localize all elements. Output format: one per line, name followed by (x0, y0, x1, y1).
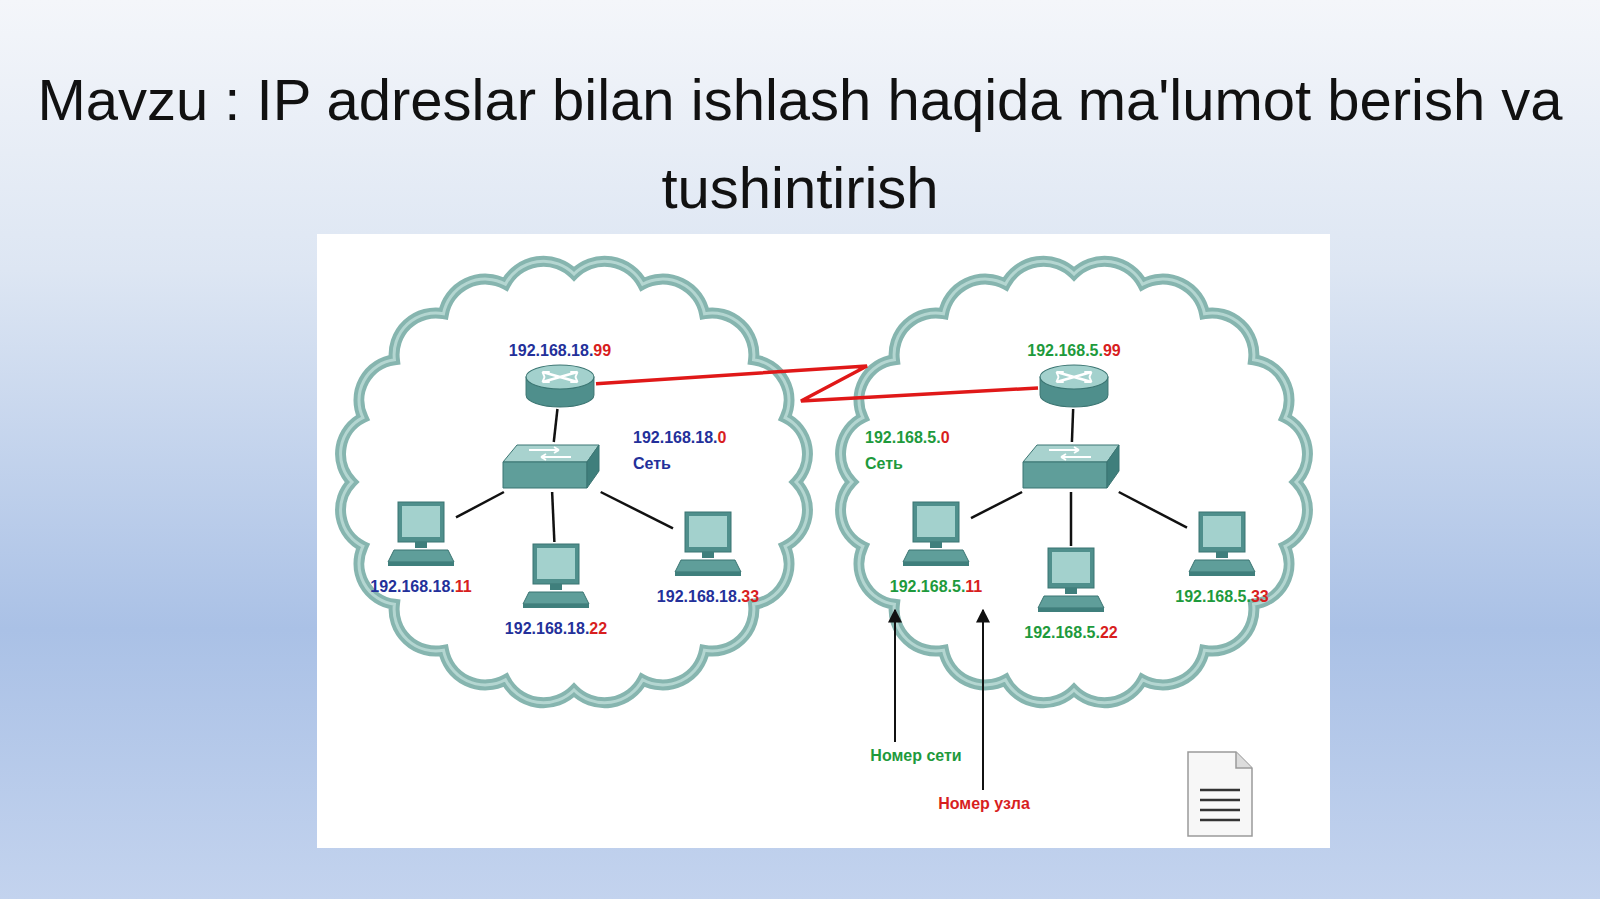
network-cable (456, 492, 504, 517)
computer: 192.168.5.11 (901, 500, 971, 572)
computer: 192.168.18.33 (673, 510, 743, 582)
network-number: 192.168.5. (1027, 342, 1103, 359)
network-number: 192.168.5. (1175, 588, 1251, 605)
network-word: Сеть (633, 454, 726, 474)
computer: 192.168.5.33 (1187, 510, 1257, 582)
computer: 192.168.18.11 (386, 500, 456, 572)
ip-address-label: 192.168.18.22 (505, 619, 607, 639)
pc-icon (673, 510, 743, 582)
router: 192.168.18.99 (524, 363, 596, 409)
computer: 192.168.18.22 (521, 542, 591, 614)
ip-address-label: 192.168.5.0Сеть (865, 428, 950, 474)
network-number-caption: Номер сети (870, 746, 961, 766)
host-number: 22 (1100, 624, 1118, 641)
leader-arrow (894, 610, 896, 742)
ip-address-label: 192.168.5.33 (1175, 587, 1268, 607)
network-number: 192.168.18. (657, 588, 742, 605)
document-icon (1188, 752, 1252, 836)
diagram-panel (317, 234, 1330, 848)
host-number: 22 (589, 620, 607, 637)
ip-address-label: 192.168.18.0Сеть (633, 428, 726, 474)
network-cloud (341, 261, 808, 703)
pc-icon (1036, 546, 1106, 618)
network-number: 192.168.18. (505, 620, 590, 637)
slide-title: Mavzu : IP adreslar bilan ishlash haqida… (30, 56, 1570, 232)
host-number-caption: Номер узла (938, 794, 1030, 814)
ip-address-label: 192.168.5.22 (1024, 623, 1117, 643)
network-cable (601, 492, 673, 528)
network-cable (1072, 409, 1073, 442)
network-word: Сеть (865, 454, 950, 474)
switch-icon (501, 442, 601, 492)
leader-arrow (982, 610, 984, 790)
network-cable (554, 409, 558, 442)
router-icon (524, 363, 596, 409)
wan-link (596, 366, 1038, 401)
host-number: 33 (1251, 588, 1269, 605)
pc-icon (1187, 510, 1257, 582)
network-cloud (841, 261, 1308, 703)
ip-address-label: 192.168.18.99 (509, 341, 611, 361)
switch: 192.168.18.0Сеть (501, 442, 601, 492)
network-number: 192.168.5. (1024, 624, 1100, 641)
network-cable (1070, 492, 1073, 546)
cloud-highlight (841, 261, 1308, 703)
network-cable (971, 492, 1022, 518)
ip-address-label: 192.168.5.99 (1027, 341, 1120, 361)
host-number: 0 (718, 429, 727, 446)
network-number: 192.168.18. (370, 578, 455, 595)
network-number: 192.168.18. (509, 342, 594, 359)
network-number: 192.168.5. (890, 578, 966, 595)
ip-address-label: 192.168.18.11 (370, 577, 471, 597)
network-clouds (341, 261, 1308, 703)
router-icon (1038, 363, 1110, 409)
switch: 192.168.5.0Сеть (1021, 442, 1121, 492)
host-number: 99 (593, 342, 611, 359)
pc-icon (386, 500, 456, 572)
host-number: 11 (965, 578, 982, 595)
network-cable (552, 492, 554, 542)
computer: 192.168.5.22 (1036, 546, 1106, 618)
host-number: 11 (455, 578, 472, 595)
pc-icon (901, 500, 971, 572)
switch-icon (1021, 442, 1121, 492)
router: 192.168.5.99 (1038, 363, 1110, 409)
host-number: 33 (741, 588, 759, 605)
network-number: 192.168.5. (865, 429, 941, 446)
ip-address-label: 192.168.5.11 (890, 577, 983, 597)
cloud-highlight (341, 261, 808, 703)
host-number: 0 (941, 429, 950, 446)
pc-icon (521, 542, 591, 614)
network-cable (1119, 492, 1187, 528)
ip-address-label: 192.168.18.33 (657, 587, 759, 607)
network-number: 192.168.18. (633, 429, 718, 446)
host-number: 99 (1103, 342, 1121, 359)
